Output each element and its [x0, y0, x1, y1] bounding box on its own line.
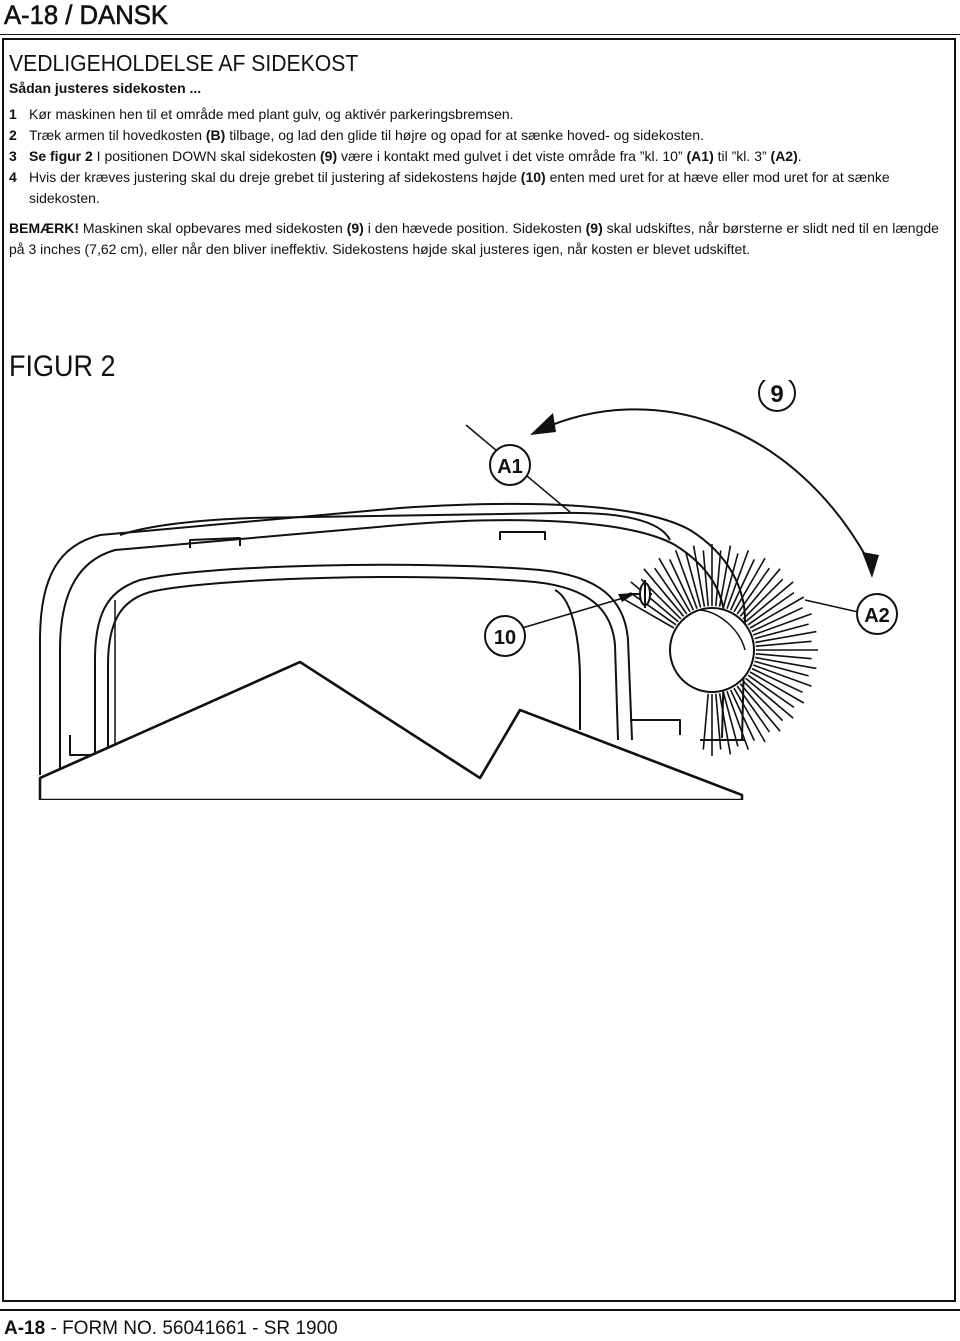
bristle: [658, 557, 691, 613]
svg-text:10: 10: [494, 627, 516, 649]
leader-a2: [804, 599, 859, 613]
bristle: [755, 656, 817, 670]
bristle: [643, 568, 685, 617]
bristle: [733, 557, 766, 613]
side-broom-illustration: 9 A1 A2 10: [38, 380, 898, 800]
bristle: [726, 691, 750, 750]
bristle: [668, 559, 695, 611]
machine-body-outline: [39, 502, 746, 775]
broom-hub: [669, 607, 755, 693]
bristle: [674, 550, 698, 609]
leader-10: [521, 595, 631, 629]
bristle: [751, 606, 803, 633]
page-header: A-18 / DANSK: [4, 0, 169, 30]
footer-page-number: A-18: [4, 1318, 46, 1339]
page-footer: A-18 - FORM NO. 56041661 - SR 1900: [4, 1318, 338, 1340]
bristle: [722, 553, 739, 608]
bristle: [745, 581, 794, 623]
section-title: VEDLIGEHOLDELSE AF SIDEKOST: [9, 50, 359, 76]
bristle: [742, 680, 784, 722]
figure-title: FIGUR 2: [9, 350, 116, 383]
bristle: [739, 568, 781, 617]
bristle: [742, 578, 784, 620]
bristle: [722, 692, 739, 747]
bristle: [726, 550, 750, 609]
step-text: Kør maskinen hen til et område med plant…: [29, 106, 514, 122]
content-frame: [2, 38, 956, 1302]
step-4: 4 Hvis der kræves justering skal du drej…: [9, 167, 939, 209]
bottom-rule: [0, 1309, 960, 1311]
bristle: [755, 630, 817, 644]
bristle: [630, 581, 679, 623]
bristle: [749, 596, 805, 629]
bristle: [653, 567, 688, 615]
bristle: [729, 559, 756, 611]
callout-10: 10: [484, 615, 526, 657]
top-rule: [0, 34, 960, 35]
bristle: [754, 660, 809, 677]
bristle: [749, 671, 805, 704]
step-text: Hvis der kræves justering skal du dreje …: [29, 169, 890, 206]
step-number: 1: [9, 106, 17, 122]
bristle: [736, 567, 771, 615]
bristle: [718, 693, 732, 755]
footer-form-number: - FORM NO. 56041661 - SR 1900: [45, 1318, 338, 1339]
hood-panel: [119, 511, 671, 541]
procedure-subheading: Sådan justeres sidekosten ...: [9, 80, 202, 96]
side-broom: [619, 544, 818, 756]
callout-9: 9: [758, 380, 796, 412]
note-label: BEMÆRK!: [9, 220, 79, 236]
bristle: [754, 623, 809, 640]
note-paragraph: BEMÆRK! Maskinen skal opbevares med side…: [9, 220, 939, 257]
step-text: Se figur 2 I positionen DOWN skal sideko…: [29, 148, 802, 164]
bristle: [685, 553, 702, 608]
bristle: [702, 550, 709, 607]
arc-arrowhead-a1: [530, 413, 556, 435]
bristle: [629, 591, 677, 626]
svg-text:9: 9: [770, 381, 783, 408]
bristle: [751, 667, 803, 694]
bristle: [747, 674, 795, 709]
step-number: 3: [9, 148, 17, 164]
svg-text:A2: A2: [864, 605, 890, 627]
bristle: [702, 693, 709, 750]
bristle: [619, 596, 675, 629]
callout-a2: A2: [856, 593, 898, 635]
bristle: [729, 689, 756, 741]
inner-arch: [94, 563, 633, 760]
step-number: 4: [9, 169, 17, 185]
bristle: [715, 550, 722, 607]
procedure-steps: 1 Kør maskinen hen til et område med pla…: [9, 104, 939, 209]
range-arc: [539, 408, 869, 561]
arc-arrowhead-a2: [862, 552, 879, 578]
bristle: [745, 677, 794, 719]
bristle: [753, 612, 812, 636]
bristle: [755, 653, 812, 660]
bristle: [692, 545, 706, 607]
bristle: [747, 591, 795, 626]
bristle: [755, 640, 812, 647]
step-number: 2: [9, 127, 17, 143]
step-3: 3 Se figur 2 I positionen DOWN skal side…: [9, 146, 939, 167]
step-1: 1 Kør maskinen hen til et område med pla…: [9, 104, 939, 125]
bristle: [739, 683, 781, 732]
bristle: [733, 687, 766, 743]
callout-a1: A1: [489, 444, 531, 486]
bristle: [715, 693, 722, 750]
svg-text:A1: A1: [497, 456, 523, 478]
step-2: 2 Træk armen til hovedkosten (B) tilbage…: [9, 125, 939, 146]
bristle: [718, 545, 732, 607]
inner-arch-2: [107, 576, 619, 760]
bristle: [736, 685, 771, 733]
bristle: [753, 664, 812, 688]
step-text: Træk armen til hovedkosten (B) tilbage, …: [29, 127, 704, 143]
